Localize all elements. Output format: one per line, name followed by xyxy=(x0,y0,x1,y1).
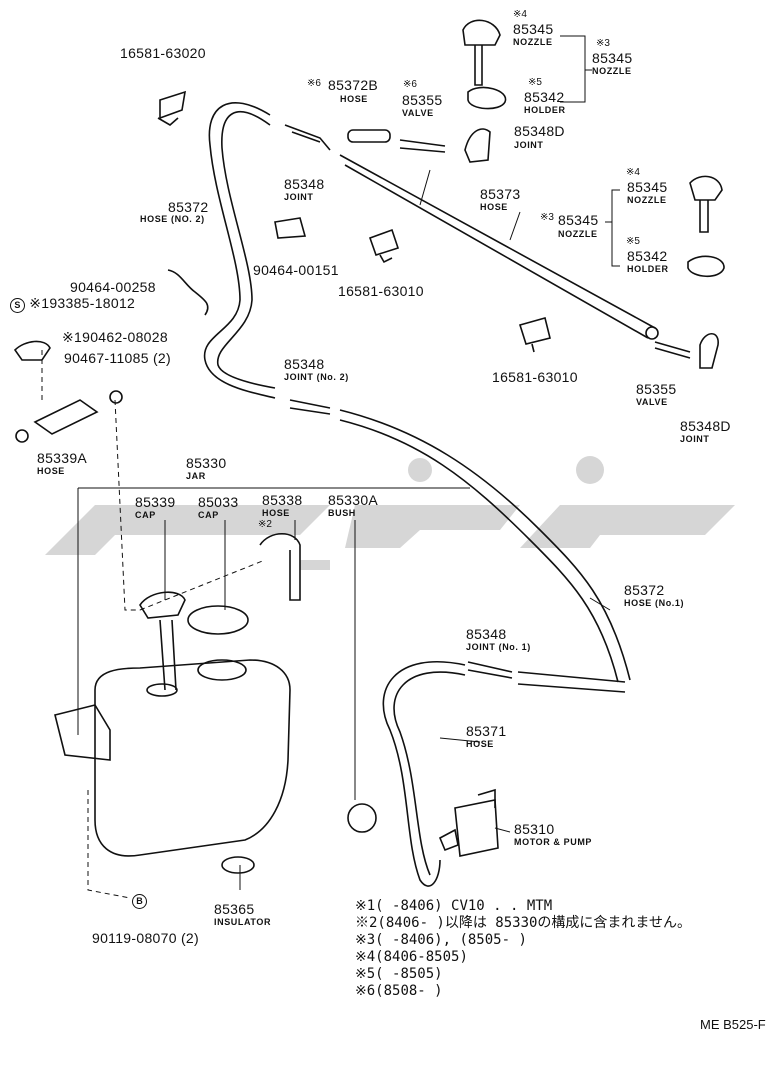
part-85355-top-name: VALVE xyxy=(402,108,434,118)
part-85339a-name: HOSE xyxy=(37,466,65,476)
part-85348d-right-name: JOINT xyxy=(680,434,710,444)
part-85338-number: 85338 xyxy=(262,492,303,508)
part-85355-top-mark: ※6 xyxy=(403,79,417,90)
part-85345b-name: NOZZLE xyxy=(592,66,632,76)
part-85373-name: HOSE xyxy=(480,202,508,212)
footnote-2: ※2(8406- )以降は 85330の構成に含まれません。 xyxy=(355,915,692,931)
part-85348-no2-name: JOINT (No. 2) xyxy=(284,372,349,382)
part-90464-00151-number: 90464-00151 xyxy=(253,262,339,278)
part-85348-top-number: 85348 xyxy=(284,176,325,192)
part-85372-no1-name: HOSE (No.1) xyxy=(624,598,685,608)
part-85345a-number: 85345 xyxy=(513,21,554,37)
part-85339-number: 85339 xyxy=(135,494,176,510)
part-85342b-number: 85342 xyxy=(627,248,668,264)
part-85372-no2-number: 85372 xyxy=(168,199,209,215)
part-85342b-name: HOLDER xyxy=(627,264,669,274)
part-85371-number: 85371 xyxy=(466,723,507,739)
part-85348d-right-number: 85348D xyxy=(680,418,731,434)
part-85330-number: 85330 xyxy=(186,455,227,471)
part-85345d-number: 85345 xyxy=(558,212,599,228)
part-93385: S ※193385-18012 xyxy=(10,296,135,313)
part-85373-number: 85373 xyxy=(480,186,521,202)
part-85310-number: 85310 xyxy=(514,821,555,837)
part-85033-name: CAP xyxy=(198,510,219,520)
part-85372-no2-name: HOSE (NO. 2) xyxy=(140,214,205,224)
part-85365-number: 85365 xyxy=(214,901,255,917)
part-16581-63010a-number: 16581-63010 xyxy=(338,283,424,299)
part-85339a-number: 85339A xyxy=(37,450,88,466)
circle-b-mark: B xyxy=(132,894,147,909)
footnote-4: ※4(8406-8505) xyxy=(355,949,468,965)
part-85342b-mark: ※5 xyxy=(626,236,640,247)
part-85345d-mark: ※3 xyxy=(540,212,554,223)
part-85345a-name: NOZZLE xyxy=(513,37,553,47)
jar-outline xyxy=(94,659,291,857)
part-90119-circle: B xyxy=(132,892,147,909)
part-85342a-number: 85342 xyxy=(524,89,565,105)
part-85372b-name: HOSE xyxy=(340,94,368,104)
part-85339-name: CAP xyxy=(135,510,156,520)
part-85371-name: HOSE xyxy=(466,739,494,749)
part-85345b-mark: ※3 xyxy=(596,38,610,49)
part-85372b-number: 85372B xyxy=(328,77,379,93)
part-85345b-number: 85345 xyxy=(592,50,633,66)
part-85330a-number: 85330A xyxy=(328,492,379,508)
part-85033-number: 85033 xyxy=(198,494,239,510)
part-85345c-number: 85345 xyxy=(627,179,668,195)
part-90462-text: ※190462-08028 xyxy=(62,329,168,345)
part-85365-name: INSULATOR xyxy=(214,917,272,927)
part-85348-no1-name: JOINT (No. 1) xyxy=(466,642,531,652)
part-85345d-name: NOZZLE xyxy=(558,229,598,239)
circle-s-mark: S xyxy=(10,298,25,313)
reference-code: ME B525-F xyxy=(700,1017,766,1032)
part-85345c-name: NOZZLE xyxy=(627,195,667,205)
part-90467-text: 90467-11085 (2) xyxy=(64,350,171,366)
part-85372b-mark: ※6 xyxy=(307,78,321,89)
part-85345c-mark: ※4 xyxy=(626,167,640,178)
part-85355-right-number: 85355 xyxy=(636,381,677,397)
part-85348-top-name: JOINT xyxy=(284,192,314,202)
part-85338-mark: ※2 xyxy=(258,519,272,530)
part-85355-right-name: VALVE xyxy=(636,397,668,407)
part-16581-63010b-number: 16581-63010 xyxy=(492,369,578,385)
part-85372-no1-number: 85372 xyxy=(624,582,665,598)
part-85342a-name: HOLDER xyxy=(524,105,566,115)
footnote-3: ※3( -8406), (8505- ) xyxy=(355,932,527,948)
part-85348d-top-number: 85348D xyxy=(514,123,565,139)
part-93385-text: ※193385-18012 xyxy=(29,295,136,311)
part-90119-text: 90119-08070 (2) xyxy=(92,930,199,946)
part-85348d-top-name: JOINT xyxy=(514,140,544,150)
part-90464-00258-number: 90464-00258 xyxy=(70,279,156,295)
footnote-6: ※6(8508- ) xyxy=(355,983,443,999)
part-85342a-mark: ※5 xyxy=(528,77,542,88)
part-16581-63020-number: 16581-63020 xyxy=(120,45,206,61)
footnote-5: ※5( -8505) xyxy=(355,966,443,982)
part-85330-name: JAR xyxy=(186,471,206,481)
part-85330a-name: BUSH xyxy=(328,508,356,518)
part-85355-top-number: 85355 xyxy=(402,92,443,108)
footnotes: ※1( -8406) CV10 . . MTM ※2(8406- )以降は 85… xyxy=(355,898,691,1000)
part-85345a-mark: ※4 xyxy=(513,9,527,20)
part-85338-name: HOSE xyxy=(262,508,290,518)
part-85348-no2-number: 85348 xyxy=(284,356,325,372)
footnote-1: ※1( -8406) CV10 . . MTM xyxy=(355,898,553,914)
part-85310-name: MOTOR & PUMP xyxy=(514,837,593,847)
hose-no2-outline xyxy=(203,102,276,399)
part-85348-no1-number: 85348 xyxy=(466,626,507,642)
watermark-logo xyxy=(45,456,735,570)
